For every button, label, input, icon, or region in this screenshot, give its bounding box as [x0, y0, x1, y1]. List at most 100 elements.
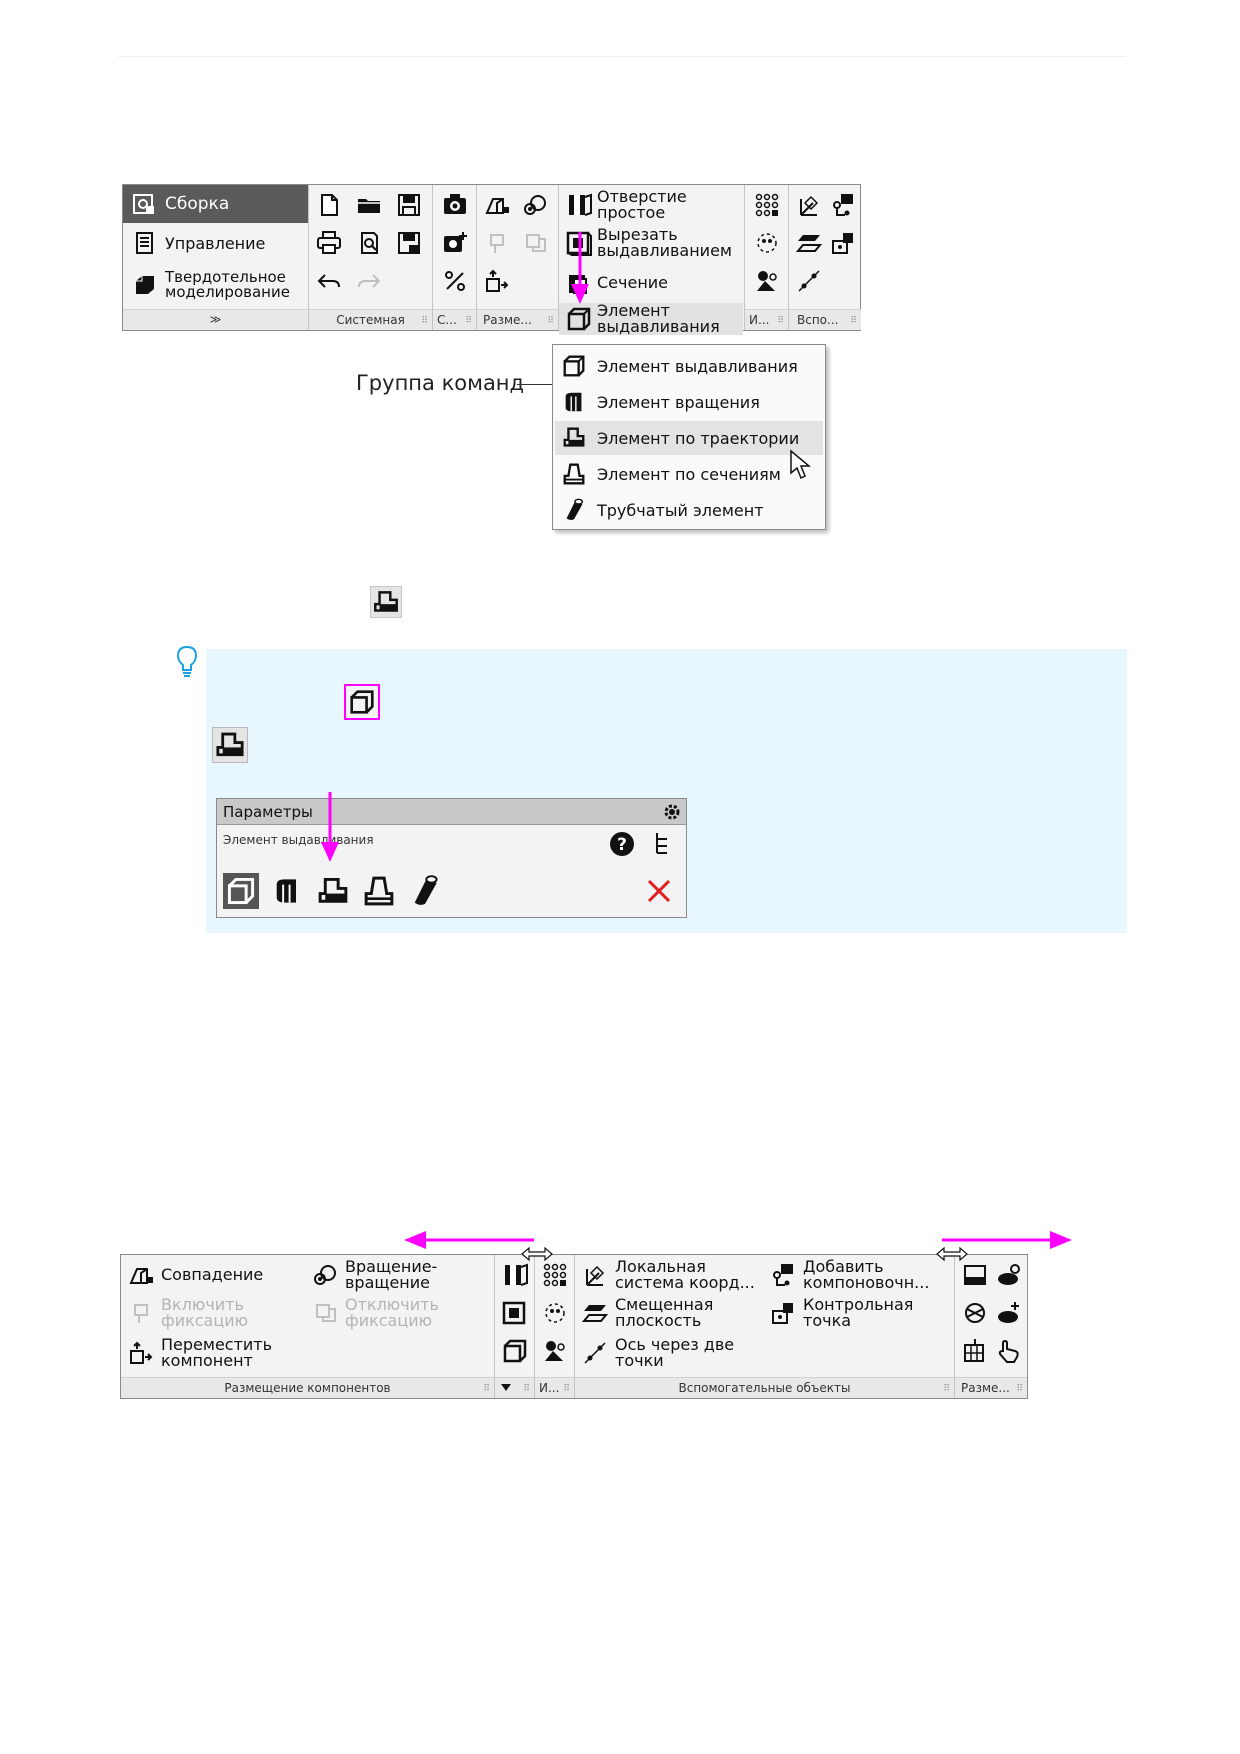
coincidence-icon[interactable]: [483, 191, 511, 219]
array-icon[interactable]: [753, 191, 781, 219]
new-file-icon[interactable]: [315, 191, 343, 219]
add-layout-icon[interactable]: [829, 191, 857, 219]
rotate-rotate-button[interactable]: Вращение-вращение: [311, 1259, 445, 1291]
sweep-icon: [370, 586, 402, 618]
enable-fix-button[interactable]: Включить фиксацию: [127, 1297, 261, 1329]
arrow-left-icon: [404, 1231, 534, 1249]
add-layout-icon: [773, 1264, 793, 1286]
grip-icon[interactable]: ⠿: [465, 316, 472, 326]
axis-two-points-button[interactable]: Ось через две точки: [581, 1337, 735, 1369]
grip-icon[interactable]: ⠿: [523, 1384, 530, 1394]
grip-icon[interactable]: ⠿: [547, 316, 554, 326]
group-short2-bottom-label: И...: [535, 1377, 574, 1398]
camera-icon[interactable]: [441, 191, 469, 219]
loft-icon: [561, 461, 587, 487]
pattern-icon[interactable]: [753, 267, 781, 295]
tree-icon[interactable]: [653, 831, 673, 857]
parameters-header: Параметры: [217, 799, 686, 825]
save-icon[interactable]: [395, 191, 423, 219]
add-layout-button[interactable]: Добавить компоновочн...: [769, 1259, 943, 1291]
hole-simple-button[interactable]: Отверстие простое: [565, 189, 743, 221]
pattern-icon[interactable]: [541, 1337, 569, 1365]
offset-plane-button[interactable]: Смещенная плоскость: [581, 1297, 735, 1329]
command-group-callout: Группа команд: [356, 371, 525, 395]
grip-icon[interactable]: ⠿: [1016, 1384, 1023, 1394]
add-layout-label: Добавить компоновочн...: [803, 1257, 930, 1292]
camera-add-icon[interactable]: [441, 229, 469, 257]
grip-icon[interactable]: ⠿: [483, 1384, 490, 1394]
tab-management[interactable]: Управление: [123, 225, 308, 261]
rotation-mode-button[interactable]: [269, 873, 305, 909]
extrusion-element-button[interactable]: Элемент выдавливания: [559, 303, 743, 335]
axis-two-points-icon[interactable]: [795, 267, 823, 295]
grip-icon[interactable]: ⠿: [421, 316, 428, 326]
cut-extrude-button[interactable]: Вырезать выдавливанием: [565, 227, 743, 259]
component-icon[interactable]: [961, 1261, 989, 1289]
array-icon[interactable]: [541, 1261, 569, 1289]
insert-component-icon[interactable]: [995, 1261, 1023, 1289]
disable-fix-label: Отключить фиксацию: [345, 1295, 439, 1330]
rotate-rotate-icon: [314, 1265, 336, 1285]
local-coordinates-icon[interactable]: [795, 191, 823, 219]
menu-item-rotation[interactable]: Элемент вращения: [555, 385, 823, 419]
local-coordinates-button[interactable]: Локальная система коорд...: [581, 1259, 755, 1291]
menu-item-sweep[interactable]: Элемент по траектории: [555, 421, 823, 455]
menu-item-extrusion[interactable]: Элемент выдавливания: [555, 349, 823, 383]
undo-icon[interactable]: [315, 267, 343, 295]
control-point-icon[interactable]: [829, 229, 857, 257]
group-short2-label: И...: [745, 309, 788, 330]
bottom-ribbon: Совпадение Вращение-вращение Включить фи…: [120, 1254, 1028, 1399]
tube-mode-button[interactable]: [407, 873, 443, 909]
resize-horizontal-icon: [521, 1246, 553, 1262]
assembly-parts-icon[interactable]: [961, 1299, 989, 1327]
add-component-icon[interactable]: [995, 1299, 1023, 1327]
print-icon[interactable]: [315, 229, 343, 257]
tabs-expand[interactable]: ≫: [123, 309, 308, 330]
parameters-panel: Параметры Элемент выдавливания ?: [216, 798, 687, 918]
grip-icon[interactable]: ⠿: [943, 1384, 950, 1394]
move-component-icon: [130, 1341, 153, 1364]
grip-icon[interactable]: ⠿: [777, 316, 784, 326]
circular-array-icon[interactable]: [541, 1299, 569, 1327]
offset-plane-icon[interactable]: [795, 229, 823, 257]
command-group-dropdown: Элемент выдавливания Элемент вращения Эл…: [552, 344, 826, 530]
open-folder-icon[interactable]: [355, 191, 383, 219]
disable-fix-button[interactable]: Отключить фиксацию: [311, 1297, 445, 1329]
menu-item-loft[interactable]: Элемент по сечениям: [555, 457, 823, 491]
redo-icon[interactable]: [355, 267, 383, 295]
close-icon[interactable]: [645, 877, 673, 905]
callout-line: [517, 384, 553, 385]
preview-icon[interactable]: [355, 229, 383, 257]
tab-solid-modeling[interactable]: Твердотельное моделирование: [123, 263, 308, 307]
grip-icon[interactable]: ⠿: [563, 1384, 570, 1394]
move-component-label: Переместить компонент: [161, 1335, 273, 1370]
help-icon[interactable]: ?: [609, 831, 635, 857]
percent-icon[interactable]: [441, 267, 469, 295]
cut-extrude-icon[interactable]: [501, 1299, 529, 1327]
menu-item-tube[interactable]: Трубчатый элемент: [555, 493, 823, 527]
rotation-icon: [561, 389, 587, 415]
coincidence-button[interactable]: Совпадение: [127, 1261, 263, 1289]
loft-mode-button[interactable]: [361, 873, 397, 909]
extrusion-icon[interactable]: [501, 1337, 529, 1365]
group-system-label: Системная: [309, 309, 432, 330]
grip-icon[interactable]: ⠿: [850, 316, 857, 326]
move-component-icon[interactable]: [483, 267, 511, 295]
mouse-cursor-icon: [790, 449, 811, 480]
move-component-button[interactable]: Переместить компонент: [127, 1337, 281, 1369]
tab-assembly[interactable]: Сборка: [123, 185, 308, 223]
circular-array-icon[interactable]: [753, 229, 781, 257]
disable-fix-icon[interactable]: [521, 229, 549, 257]
extrusion-mode-button[interactable]: [223, 873, 259, 909]
expand-arrow[interactable]: [495, 1377, 534, 1398]
enable-fix-icon[interactable]: [483, 229, 511, 257]
grid-component-icon[interactable]: [961, 1337, 989, 1365]
control-point-button[interactable]: Контрольная точка: [769, 1297, 923, 1329]
save-all-icon[interactable]: [395, 229, 423, 257]
hand-drag-icon[interactable]: [995, 1337, 1023, 1365]
group-aux-objects-label: Вспомогательные объекты: [575, 1377, 954, 1398]
hole-icon[interactable]: [501, 1261, 529, 1289]
gear-icon[interactable]: [662, 802, 682, 822]
rotate-rotate-icon[interactable]: [521, 191, 549, 219]
sweep-mode-button[interactable]: [315, 873, 351, 909]
